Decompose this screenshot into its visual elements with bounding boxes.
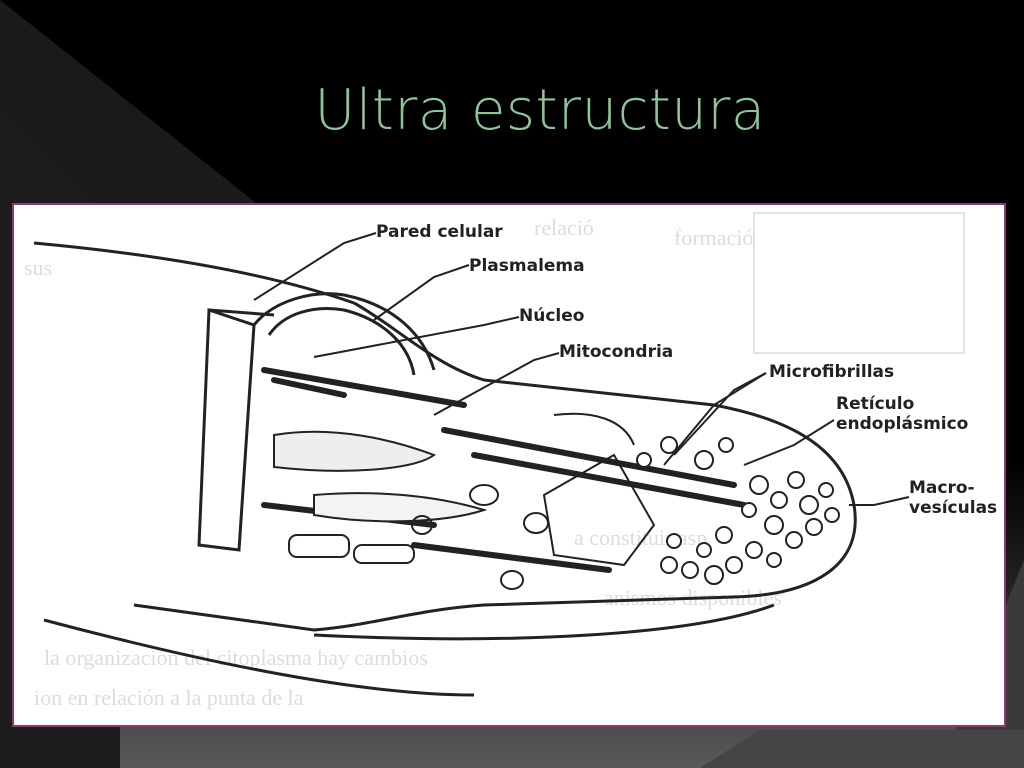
label-macro-line1: Macro- [909, 478, 975, 498]
svg-text:relació: relació [534, 215, 594, 240]
organelles [273, 412, 656, 590]
hypha-outline [33, 241, 857, 697]
svg-text:formació: formació [674, 225, 753, 250]
leader-lines [253, 232, 910, 506]
label-macro-line2: vesículas [909, 498, 997, 518]
svg-text:a constituir asp: a constituir asp [574, 525, 707, 550]
label-plasmalema: Plasmalema [469, 256, 585, 276]
label-pared-celular: Pared celular [376, 222, 503, 242]
macrovesicles [636, 436, 840, 585]
label-microfibrillas: Microfibrillas [769, 362, 894, 382]
label-mitocondria: Mitocondria [559, 342, 673, 362]
svg-text:sus: sus [24, 255, 52, 280]
label-reticulo-line1: Retículo [836, 394, 914, 414]
slide-title: Ultra estructura [314, 78, 766, 143]
svg-text:ion en relación a la punta de: ion en relación a la punta de la [34, 685, 304, 710]
diagram-svg: relació formació sus a constituir asp an… [24, 212, 997, 710]
label-reticulo-line2: endoplásmico [836, 414, 968, 434]
label-nucleo: Núcleo [519, 306, 584, 326]
hyphal-tip-diagram: relació formació sus a constituir asp an… [12, 203, 1006, 727]
